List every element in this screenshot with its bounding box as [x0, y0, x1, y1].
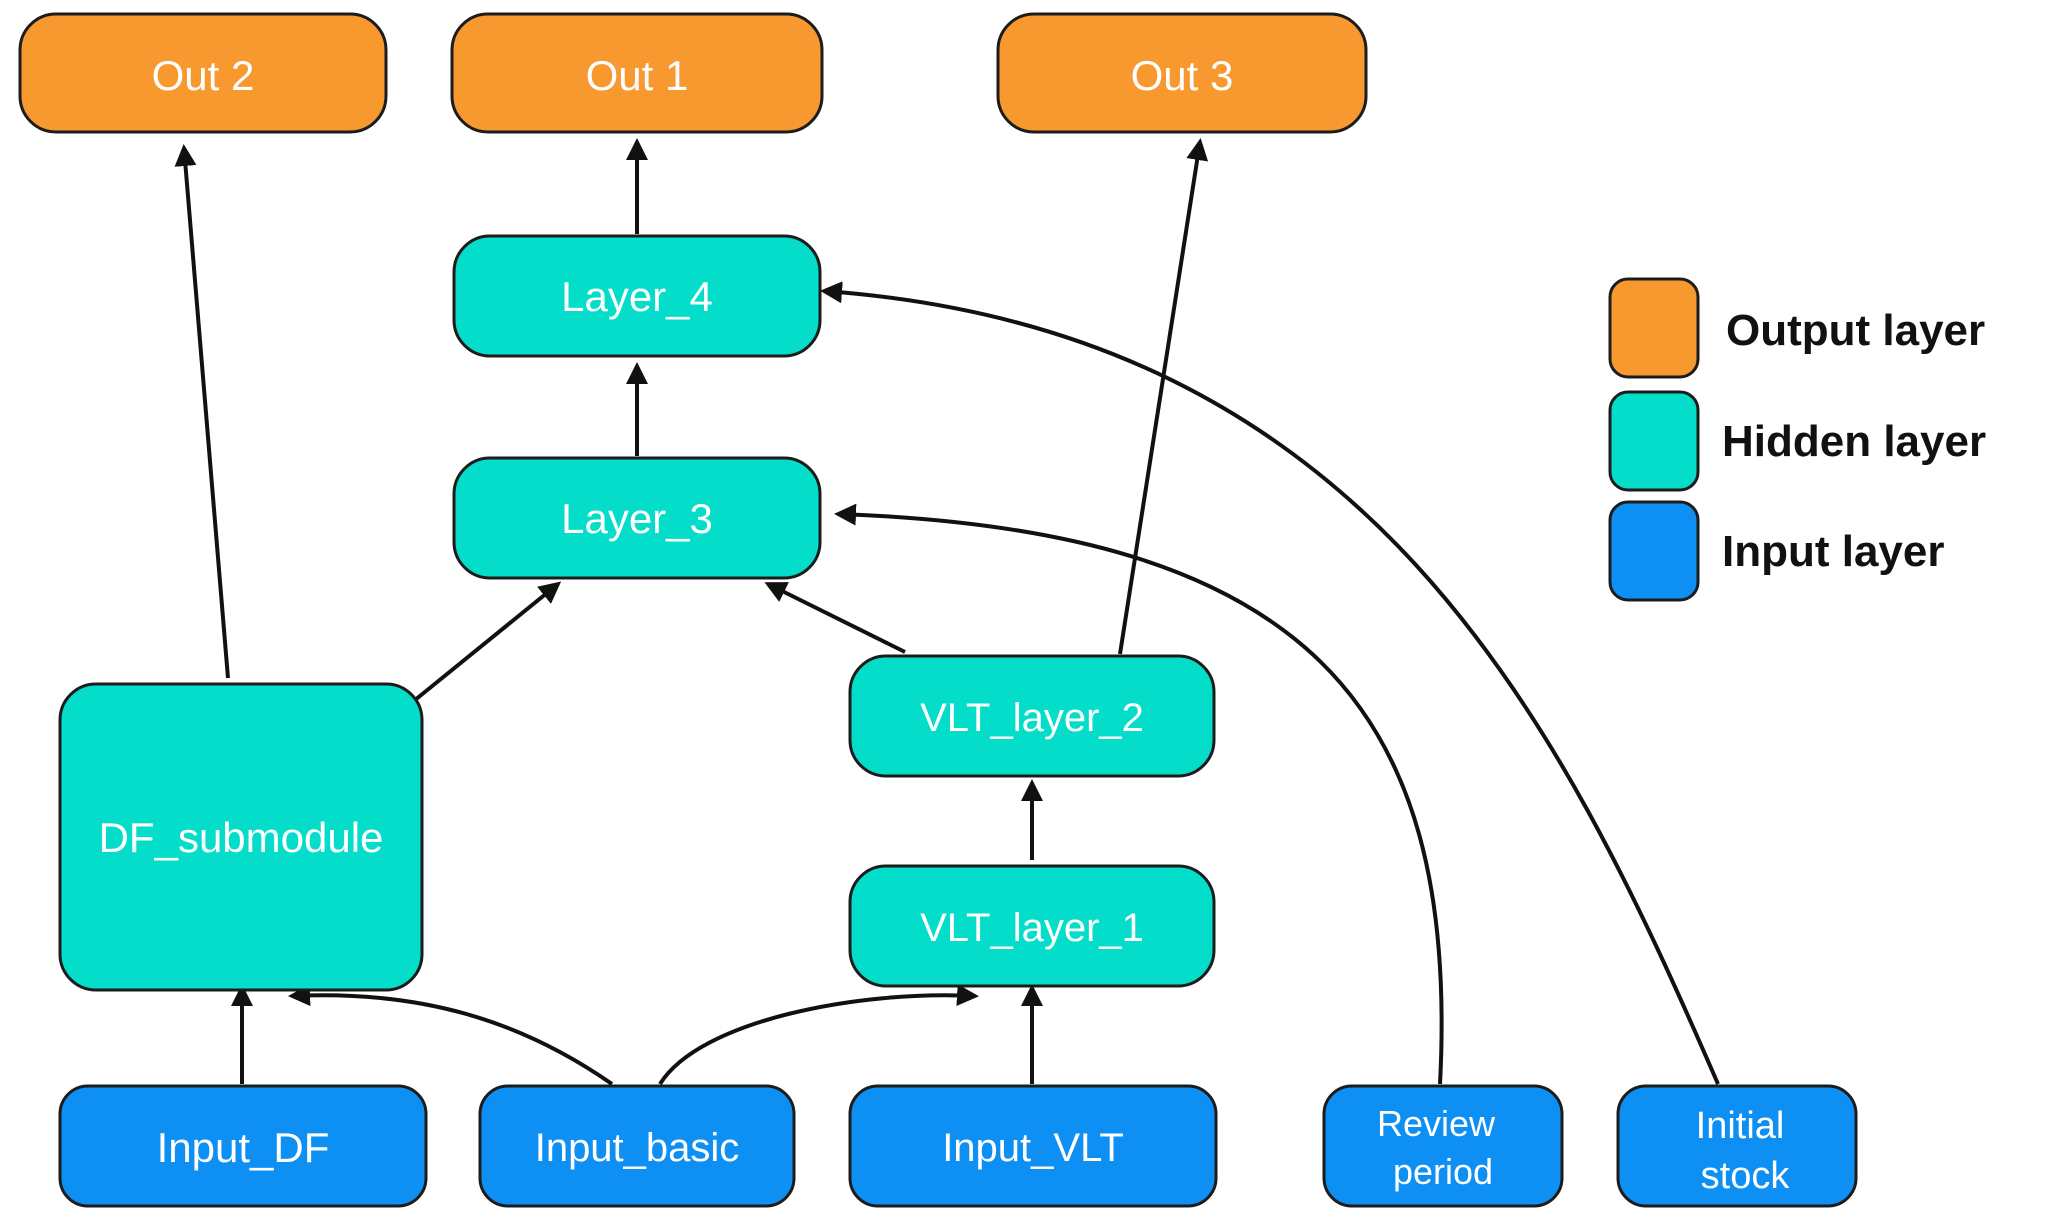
node-initial-stock-box	[1616, 1084, 1858, 1208]
node-input-basic: Input_basic	[478, 1084, 796, 1208]
node-input-df-label: Input_DF	[157, 1124, 330, 1171]
edge-vlt-layer2-to-layer3	[764, 582, 906, 654]
edge-df-submodule-to-out2	[174, 144, 230, 679]
node-input-vlt: Input_VLT	[848, 1084, 1218, 1208]
edges	[174, 138, 1720, 1086]
node-out1-label: Out 1	[586, 52, 689, 99]
legend-swatch-hidden	[1608, 390, 1700, 492]
node-out1: Out 1	[450, 12, 824, 134]
legend: Output layer Hidden layer Input layer	[1608, 277, 1986, 602]
node-input-df-box	[58, 1084, 428, 1208]
node-df-submodule-box	[58, 682, 424, 992]
edge-review-period-to-layer3	[834, 503, 1444, 1085]
node-out2-label: Out 2	[152, 52, 255, 99]
legend-item-hidden: Hidden layer	[1608, 390, 1986, 492]
edge-vlt-layer2-to-out3	[1118, 138, 1209, 655]
node-input-df: Input_DF	[58, 1084, 428, 1208]
node-out2-box	[18, 12, 388, 134]
node-layer3: Layer_3	[452, 456, 822, 580]
legend-label-hidden: Hidden layer	[1722, 417, 1986, 466]
node-initial-stock-label-line2: stock	[1701, 1155, 1791, 1197]
legend-item-output: Output layer	[1608, 277, 1985, 379]
node-input-basic-box	[478, 1084, 796, 1208]
node-layer3-box	[452, 456, 822, 580]
legend-swatch-input	[1608, 500, 1700, 602]
node-review-period: Review period	[1322, 1084, 1564, 1208]
node-input-basic-label: Input_basic	[535, 1126, 740, 1170]
node-layer4-label: Layer_4	[561, 273, 713, 320]
node-vlt-layer1-label: VLT_layer_1	[920, 906, 1144, 950]
node-df-submodule: DF_submodule	[58, 682, 424, 992]
node-review-period-label-line1: Review	[1377, 1103, 1496, 1144]
node-initial-stock-label-line1: Initial	[1696, 1105, 1785, 1147]
node-input-vlt-label: Input_VLT	[942, 1126, 1124, 1170]
node-review-period-label-line2: period	[1393, 1151, 1493, 1192]
node-df-submodule-label: DF_submodule	[99, 814, 384, 861]
edge-input-basic-to-vlt-layer1	[658, 984, 979, 1086]
edge-initial-stock-to-layer4	[820, 281, 1720, 1085]
node-review-period-box	[1322, 1084, 1564, 1208]
legend-item-input: Input layer	[1608, 500, 1945, 602]
edge-input-basic-to-df-submodule	[288, 984, 614, 1086]
node-out3-label: Out 3	[1131, 52, 1234, 99]
node-vlt-layer1-box	[848, 864, 1216, 988]
node-out1-box	[450, 12, 824, 134]
node-out3: Out 3	[996, 12, 1368, 134]
node-vlt-layer2-label: VLT_layer_2	[920, 696, 1144, 740]
node-vlt-layer1: VLT_layer_1	[848, 864, 1216, 988]
edge-df-submodule-to-layer3	[413, 581, 562, 702]
legend-label-output: Output layer	[1726, 306, 1985, 355]
legend-swatch-output	[1608, 277, 1700, 379]
legend-label-input: Input layer	[1722, 527, 1945, 576]
node-layer4: Layer_4	[452, 234, 822, 358]
node-initial-stock: Initial stock	[1616, 1084, 1858, 1208]
node-layer4-box	[452, 234, 822, 358]
node-vlt-layer2-box	[848, 654, 1216, 778]
node-layer3-label: Layer_3	[561, 495, 713, 542]
node-out2: Out 2	[18, 12, 388, 134]
node-input-vlt-box	[848, 1084, 1218, 1208]
node-out3-box	[996, 12, 1368, 134]
node-vlt-layer2: VLT_layer_2	[848, 654, 1216, 778]
